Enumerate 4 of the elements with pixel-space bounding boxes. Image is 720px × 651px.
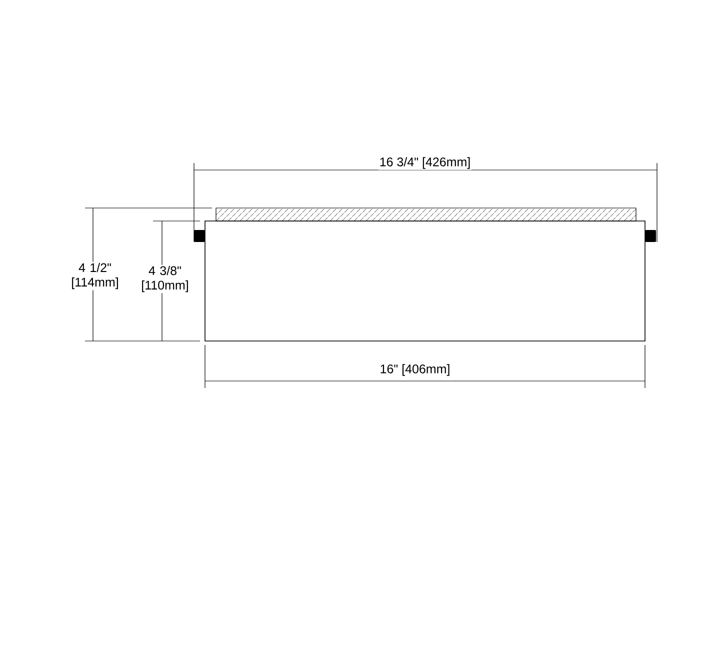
- dimension-label: 16" [406mm]: [378, 363, 452, 377]
- dimension-label: 16 3/4" [426mm]: [378, 156, 472, 170]
- dimension-label: 4 3/8" [110mm]: [133, 264, 197, 294]
- dimension-label: 4 1/2" [114mm]: [63, 262, 127, 290]
